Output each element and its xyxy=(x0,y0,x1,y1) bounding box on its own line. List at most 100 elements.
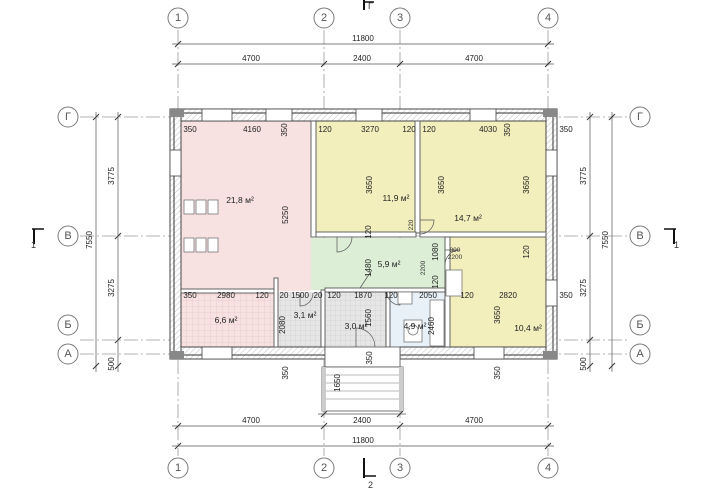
exterior-walls xyxy=(169,108,558,360)
axis-label: 4 xyxy=(545,462,551,474)
int-dim: 350 xyxy=(559,125,573,134)
door-size: 220 xyxy=(408,219,415,230)
int-dim: 1080 xyxy=(431,243,440,261)
room-labels: 21,8 м² 11,9 м² 14,7 м² 5,9 м² 10,4 м² 6… xyxy=(215,193,542,333)
door-swing xyxy=(419,219,435,235)
room-area-wc: 3,1 м² xyxy=(294,310,317,320)
axis-label: В xyxy=(636,230,643,242)
int-dim: 120 xyxy=(402,125,416,134)
door-swing xyxy=(299,292,314,307)
int-dim: 20 xyxy=(280,291,289,300)
int-dim: 120 xyxy=(422,125,436,134)
room-area-bedroom-3: 10,4 м² xyxy=(514,323,542,333)
room-area-bedroom-1: 11,9 м² xyxy=(383,193,410,203)
window xyxy=(469,108,497,122)
dim-tick xyxy=(320,410,328,418)
stair-rail xyxy=(399,367,403,411)
dim-tick xyxy=(608,113,616,121)
porch-landing xyxy=(324,346,401,368)
dim-tick xyxy=(114,336,122,344)
axis-bubble xyxy=(389,7,411,29)
axis-label: 3 xyxy=(397,462,403,474)
axis-label: Б xyxy=(636,319,643,331)
wall-west xyxy=(169,108,182,360)
axis-bubble xyxy=(537,7,559,29)
dim-tick xyxy=(586,362,594,370)
wall-corner xyxy=(170,351,184,359)
int-dim: 120 xyxy=(384,291,398,300)
room-area-bathroom: 4,9 м² xyxy=(404,321,427,331)
kitchen-fill xyxy=(181,291,274,347)
dim-segment: 4700 xyxy=(242,416,260,425)
int-dim: 2460 xyxy=(427,317,436,335)
door-leaf xyxy=(359,269,373,289)
dim-segment: 4700 xyxy=(465,54,483,63)
int-dim: 2980 xyxy=(217,291,235,300)
wall-east xyxy=(545,108,558,360)
window xyxy=(545,279,558,307)
dim-segment: 3275 xyxy=(579,279,588,297)
room-area-hall: 5,9 м² xyxy=(378,259,401,269)
axis-bubble xyxy=(389,457,411,479)
room-fills xyxy=(181,121,546,347)
door-size: 2200 xyxy=(420,260,427,275)
window xyxy=(201,346,233,360)
dim-tick xyxy=(320,422,328,430)
int-dim: 3650 xyxy=(522,176,531,194)
dim-tick xyxy=(320,60,328,68)
axis-bubble xyxy=(57,225,79,247)
int-dim: 2050 xyxy=(419,291,437,300)
int-dim: 1500 xyxy=(291,291,309,300)
int-dim: 350 xyxy=(183,125,197,134)
room-area-entry: 3,0 м² xyxy=(345,321,368,331)
axis-bubbles-bottom: 1 2 3 4 xyxy=(167,457,559,479)
dim-tick xyxy=(608,362,616,370)
dim-tick xyxy=(544,422,552,430)
dim-tick xyxy=(586,113,594,121)
partition xyxy=(320,289,326,348)
partition xyxy=(419,231,547,238)
axis-bubbles-right: Г В Б А xyxy=(629,106,651,365)
axis-bubble xyxy=(313,7,335,29)
int-dim: 120 xyxy=(431,275,440,289)
int-dim: 350 xyxy=(183,291,197,300)
int-dim: 120 xyxy=(364,225,373,239)
axis-label: 4 xyxy=(545,12,551,24)
partition xyxy=(273,277,279,348)
wall-corner xyxy=(543,351,557,359)
dim-tick xyxy=(92,113,100,121)
chair xyxy=(183,237,195,253)
room-area-kitchen: 6,6 м² xyxy=(215,315,238,325)
axis-bubble xyxy=(537,457,559,479)
dim-tick xyxy=(396,60,404,68)
int-dim: 350 xyxy=(365,351,374,365)
int-dim: 2080 xyxy=(278,316,287,334)
axis-bubble xyxy=(629,314,651,336)
int-dim: 4160 xyxy=(243,125,261,134)
interior-dims-vertical: 3650 5250 3650 3650 3650 2080 1560 1480 … xyxy=(278,176,531,380)
int-dim: 1560 xyxy=(364,309,373,327)
dim-segment: 3775 xyxy=(579,167,588,185)
int-dim: 350 xyxy=(493,366,502,380)
dim-segment: 2400 xyxy=(353,54,371,63)
dim-segment: 2400 xyxy=(353,416,371,425)
section-mark-right-label: 1 xyxy=(674,240,679,250)
dim-porch-depth: 1650 xyxy=(333,374,342,392)
sink xyxy=(397,291,413,305)
axis-label: В xyxy=(64,230,71,242)
int-dim: 120 xyxy=(255,291,269,300)
dim-tick xyxy=(586,232,594,240)
partition xyxy=(414,120,421,234)
room-area-living: 21,8 м² xyxy=(226,195,254,205)
dim-tick xyxy=(174,442,182,450)
hall-fill xyxy=(311,238,445,290)
int-dim: 1480 xyxy=(364,259,373,277)
dim-tick xyxy=(396,422,404,430)
axis-bubble xyxy=(167,7,189,29)
door-swing xyxy=(386,291,401,306)
axis-bubbles-left: Г В Б А xyxy=(57,106,79,365)
right-dimensions: 3775 3275 500 7550 xyxy=(579,112,616,372)
int-dim: 120 xyxy=(460,291,474,300)
dim-tick xyxy=(174,422,182,430)
dim-tick xyxy=(586,336,594,344)
